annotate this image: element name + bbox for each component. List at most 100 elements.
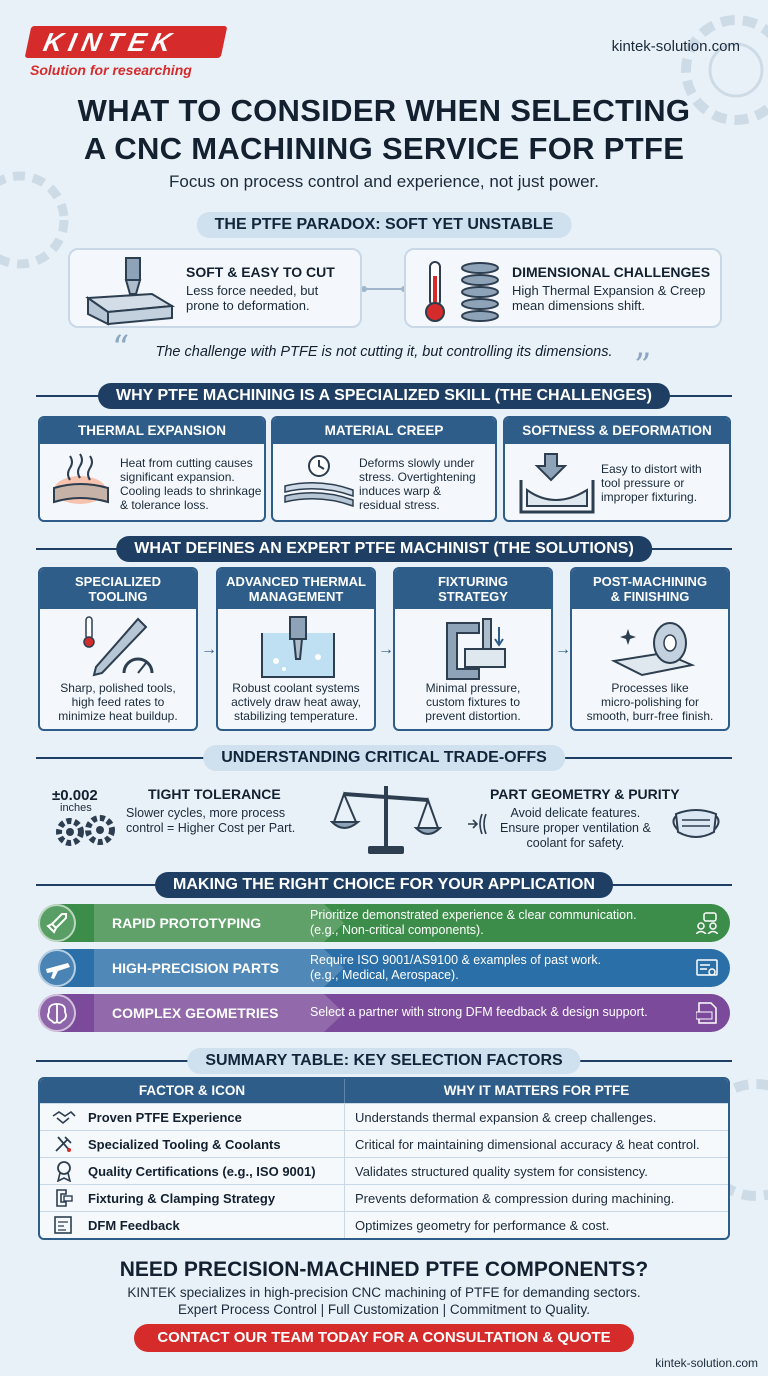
tradeoff-line: coolant for safety. bbox=[526, 836, 625, 850]
table-header-factor: FACTOR & ICON bbox=[40, 1079, 345, 1103]
solution-line: Robust coolant systems bbox=[232, 681, 360, 695]
table-cell-factor: Quality Certifications (e.g., ISO 9001) bbox=[88, 1164, 316, 1179]
table-header-why: WHY IT MATTERS FOR PTFE bbox=[443, 1083, 630, 1098]
choice-desc: Select a partner with strong DFM feedbac… bbox=[310, 1005, 648, 1020]
choice-line: Prioritize demonstrated experience & cle… bbox=[310, 908, 637, 922]
solution-line: smooth, burr-free finish. bbox=[586, 709, 714, 723]
solution-title: POST-MACHINING & FINISHING bbox=[572, 569, 728, 609]
balance-scale-icon bbox=[330, 786, 442, 854]
thermometer-spring-icon bbox=[425, 261, 499, 322]
solution-line: minimize heat buildup. bbox=[58, 709, 178, 723]
arrow-right-icon: → bbox=[201, 641, 217, 658]
solution-card-fixturing: FIXTURING STRATEGY Minimal pressure, cus… bbox=[393, 567, 553, 731]
choice-bar-precision[interactable]: HIGH-PRECISION PARTS Require ISO 9001/AS… bbox=[38, 949, 730, 987]
solution-text: Minimal pressure, custom fixtures to pre… bbox=[399, 681, 547, 723]
gears-icon bbox=[56, 815, 115, 846]
summary-table: FACTOR & ICON WHY IT MATTERS FOR PTFE Pr… bbox=[38, 1077, 730, 1240]
choice-line: (e.g., Non-critical components). bbox=[310, 923, 484, 937]
choice-bar-prototyping[interactable]: RAPID PROTOTYPING Prioritize demonstrate… bbox=[38, 904, 730, 942]
table-cell-why: Validates structured quality system for … bbox=[355, 1164, 648, 1179]
footer-line-2: Expert Process Control | Full Customizat… bbox=[178, 1302, 590, 1317]
footer-title: NEED PRECISION-MACHINED PTFE COMPONENTS? bbox=[119, 1258, 649, 1281]
challenge-title: THERMAL EXPANSION bbox=[40, 418, 264, 444]
choice-desc: Prioritize demonstrated experience & cle… bbox=[310, 908, 637, 938]
tradeoff-line: Slower cycles, more process bbox=[126, 806, 286, 820]
card-text: High Thermal Expansion & Creep bbox=[512, 283, 706, 298]
tradeoff-right-title: PART GEOMETRY & PURITY bbox=[490, 786, 680, 802]
table-cell-why: Understands thermal expansion & creep ch… bbox=[355, 1110, 657, 1125]
kintek-logo[interactable]: KINTEK Solution for researching bbox=[24, 26, 228, 78]
table-row: Fixturing & Clamping Strategy Prevents d… bbox=[40, 1184, 728, 1211]
dfm-file-icon bbox=[696, 1002, 717, 1024]
paradox-card-soft-text: SOFT & EASY TO CUT Less force needed, bu… bbox=[186, 264, 335, 313]
solution-title-line: & FINISHING bbox=[610, 589, 690, 604]
title-line-1: WHAT TO CONSIDER WHEN SELECTING bbox=[77, 93, 691, 128]
tolerance-unit: inches bbox=[60, 802, 92, 814]
solution-card-finishing: POST-MACHINING & FINISHING Processes lik… bbox=[570, 567, 730, 731]
challenges-heading: WHY PTFE MACHINING IS A SPECIALIZED SKIL… bbox=[97, 383, 671, 409]
footer-line-1: KINTEK specializes in high-precision CNC… bbox=[127, 1285, 641, 1300]
card-text: prone to deformation. bbox=[186, 298, 310, 313]
table-row: DFM Feedback Optimizes geometry for perf… bbox=[40, 1211, 728, 1238]
tools-icon bbox=[40, 1131, 88, 1157]
bar-label-tab bbox=[94, 904, 344, 942]
tradeoff-right-text: Avoid delicate features. Ensure proper v… bbox=[500, 806, 651, 851]
quote-close-icon: ” bbox=[634, 346, 652, 386]
solution-title: SPECIALIZED TOOLING bbox=[40, 569, 196, 609]
solution-card-tooling: SPECIALIZED TOOLING Sharp, polished tool… bbox=[38, 567, 198, 731]
solution-title: FIXTURING STRATEGY bbox=[395, 569, 551, 609]
challenge-line: Heat from cutting causes bbox=[120, 456, 253, 470]
logo-tagline: Solution for researching bbox=[30, 62, 192, 78]
logo-wordmark: KINTEK bbox=[24, 26, 228, 58]
team-chat-icon bbox=[696, 912, 718, 934]
title-line-2: A CNC MACHINING SERVICE FOR PTFE bbox=[83, 131, 685, 166]
paradox-card-dimensional-text: DIMENSIONAL CHALLENGES High Thermal Expa… bbox=[512, 264, 710, 313]
choice-line: Select a partner with strong DFM feedbac… bbox=[310, 1005, 648, 1019]
airplane-icon bbox=[38, 949, 76, 987]
solution-line: prevent distortion. bbox=[425, 709, 521, 723]
solution-text: Robust coolant systems actively draw hea… bbox=[222, 681, 370, 723]
solution-line: high feed rates to bbox=[71, 695, 165, 709]
table-cell-why: Prevents deformation & compression durin… bbox=[355, 1191, 675, 1206]
solution-title: ADVANCED THERMAL MANAGEMENT bbox=[218, 569, 374, 609]
solution-title-line: SPECIALIZED bbox=[75, 574, 161, 589]
solution-title-line: ADVANCED THERMAL bbox=[226, 574, 366, 589]
press-deform-icon bbox=[519, 453, 595, 514]
brain-icon bbox=[38, 994, 76, 1032]
choice-line: Require ISO 9001/AS9100 & examples of pa… bbox=[310, 953, 602, 967]
choice-label: RAPID PROTOTYPING bbox=[112, 915, 262, 931]
quote-open-icon: “ bbox=[112, 328, 130, 368]
choice-label: COMPLEX GEOMETRIES bbox=[112, 1005, 279, 1021]
challenge-line: induces warp & bbox=[359, 484, 442, 498]
clock-layers-icon bbox=[284, 455, 354, 508]
solution-title-line: FIXTURING bbox=[437, 574, 509, 589]
solution-line: stabilizing temperature. bbox=[233, 709, 359, 723]
summary-heading: SUMMARY TABLE: KEY SELECTION FACTORS bbox=[187, 1048, 581, 1074]
challenge-line: Deforms slowly under bbox=[359, 456, 475, 470]
background-gear-icon bbox=[0, 171, 69, 269]
choice-bar-complex[interactable]: COMPLEX GEOMETRIES Select a partner with… bbox=[38, 994, 730, 1032]
challenge-line: Cooling leads to shrinkage bbox=[120, 484, 262, 498]
paradox-quote: The challenge with PTFE is not cutting i… bbox=[155, 344, 613, 360]
tradeoff-line: control = Higher Cost per Part. bbox=[126, 821, 296, 835]
cutting-tool-icon bbox=[85, 257, 176, 326]
certificate-badge-icon bbox=[40, 1158, 88, 1184]
compress-arrows-icon bbox=[468, 813, 487, 835]
choice-label: HIGH-PRECISION PARTS bbox=[112, 960, 279, 976]
solutions-heading: WHAT DEFINES AN EXPERT PTFE MACHINIST (T… bbox=[116, 536, 652, 562]
paradox-card-dimensional: DIMENSIONAL CHALLENGES High Thermal Expa… bbox=[404, 248, 722, 328]
challenge-line: residual stress. bbox=[359, 498, 440, 512]
solution-title-line: POST-MACHINING bbox=[592, 574, 708, 589]
bar-label-tab bbox=[94, 994, 344, 1032]
table-cell-factor: DFM Feedback bbox=[88, 1218, 180, 1233]
face-mask-icon bbox=[672, 809, 720, 838]
solution-title-line: MANAGEMENT bbox=[248, 589, 344, 604]
solution-title-line: TOOLING bbox=[88, 589, 148, 604]
site-url-top[interactable]: kintek-solution.com bbox=[611, 38, 740, 55]
table-row: Proven PTFE Experience Understands therm… bbox=[40, 1103, 728, 1130]
site-url-bottom[interactable]: kintek-solution.com bbox=[655, 1356, 758, 1370]
coolant-icon bbox=[261, 616, 335, 678]
polishing-wheel-icon bbox=[610, 622, 696, 677]
contact-cta-button[interactable]: CONTACT OUR TEAM TODAY FOR A CONSULTATIO… bbox=[134, 1324, 634, 1352]
arrow-right-icon: → bbox=[555, 641, 571, 658]
